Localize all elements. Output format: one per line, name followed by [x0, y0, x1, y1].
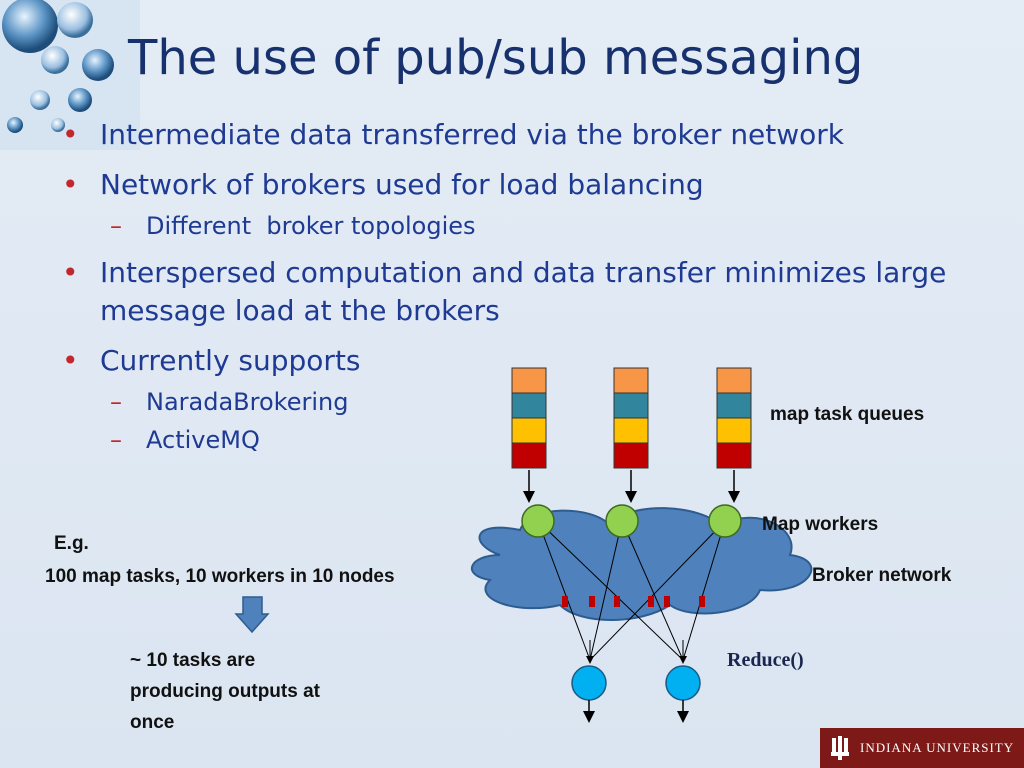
reducer-node — [571, 665, 607, 701]
map-worker-node — [708, 504, 742, 538]
bullet-item: • Intermediate data transferred via the … — [62, 116, 962, 154]
bullet-text: Intermediate data transferred via the br… — [100, 118, 845, 151]
indiana-university-logo: INDIANA UNIVERSITY — [820, 728, 1024, 768]
example-label: E.g. — [54, 533, 89, 554]
queue-cell-teal — [613, 392, 649, 419]
bullet-dot-icon: • — [62, 344, 79, 377]
outcome-line: ~ 10 tasks are — [130, 650, 256, 671]
broker-dash — [664, 596, 670, 607]
broker-dash — [589, 596, 595, 607]
sub-bullet-text: Different broker topologies — [146, 212, 476, 240]
sub-bullet-dash-icon: – — [110, 426, 122, 454]
queue-cell-orange — [511, 367, 547, 394]
queue-cell-yellow — [613, 417, 649, 444]
workers-label: Map workers — [762, 514, 879, 535]
queue-stack — [613, 367, 649, 469]
broker-dash — [614, 596, 620, 607]
bullet-item: • Currently supports — [62, 342, 962, 380]
broker-dash — [562, 596, 568, 607]
bullet-text: Network of brokers used for load balanci… — [100, 168, 704, 201]
sub-bullet-dash-icon: – — [110, 388, 122, 416]
queue-stack — [511, 367, 547, 469]
reduce-label: Reduce() — [727, 649, 804, 671]
map-worker-node — [521, 504, 555, 538]
example-text: 100 map tasks, 10 workers in 10 nodes — [45, 566, 395, 587]
sub-bullet-text: NaradaBrokering — [146, 388, 349, 416]
iu-trident-icon — [831, 736, 849, 760]
outcome-line: once — [130, 712, 175, 733]
bullet-dot-icon: • — [62, 256, 79, 289]
bullet-item: • Network of brokers used for load balan… — [62, 166, 962, 204]
queue-cell-yellow — [716, 417, 752, 444]
queue-stack — [716, 367, 752, 469]
down-arrow-icon — [234, 596, 270, 634]
shuffle-line — [621, 520, 684, 661]
queues-label: map task queues — [770, 404, 925, 425]
queue-cell-yellow — [511, 417, 547, 444]
corner-decoration-image — [0, 0, 140, 150]
queue-cell-red — [511, 442, 547, 469]
bullet-dot-icon: • — [62, 118, 79, 151]
shuffle-line — [589, 520, 726, 661]
queue-cell-orange — [613, 367, 649, 394]
sub-bullet-item: – NaradaBrokering — [62, 386, 962, 418]
sub-bullet-item: – ActiveMQ — [62, 424, 962, 456]
sub-bullet-item: – Different broker topologies — [62, 210, 962, 242]
queue-cell-teal — [511, 392, 547, 419]
shuffle-line — [589, 520, 623, 661]
bullet-text: Interspersed computation and data transf… — [100, 256, 947, 327]
queue-cell-red — [613, 442, 649, 469]
shuffle-line — [682, 520, 726, 661]
sub-bullet-text: ActiveMQ — [146, 426, 260, 454]
bullet-item: • Interspersed computation and data tran… — [62, 254, 960, 330]
queue-cell-orange — [716, 367, 752, 394]
sub-bullet-dash-icon: – — [110, 212, 122, 240]
shuffle-line — [537, 520, 684, 661]
logo-text: INDIANA UNIVERSITY — [860, 740, 1015, 755]
broker-dashes — [562, 596, 705, 607]
shuffle-lines — [537, 520, 726, 661]
outcome-line: producing outputs at — [130, 681, 320, 702]
queue-cell-red — [716, 442, 752, 469]
broker-dash — [699, 596, 705, 607]
outcome-text: ~ 10 tasks are producing outputs at once — [130, 645, 320, 738]
reducer-node — [665, 665, 701, 701]
slide-title: The use of pub/sub messaging — [128, 30, 864, 86]
bullet-dot-icon: • — [62, 168, 79, 201]
broker-network-label: Broker network — [812, 565, 952, 586]
map-worker-node — [605, 504, 639, 538]
bullet-list: • Intermediate data transferred via the … — [62, 116, 962, 468]
queue-cell-teal — [716, 392, 752, 419]
bullet-text: Currently supports — [100, 344, 361, 377]
broker-dash — [648, 596, 654, 607]
shuffle-line — [537, 520, 591, 661]
